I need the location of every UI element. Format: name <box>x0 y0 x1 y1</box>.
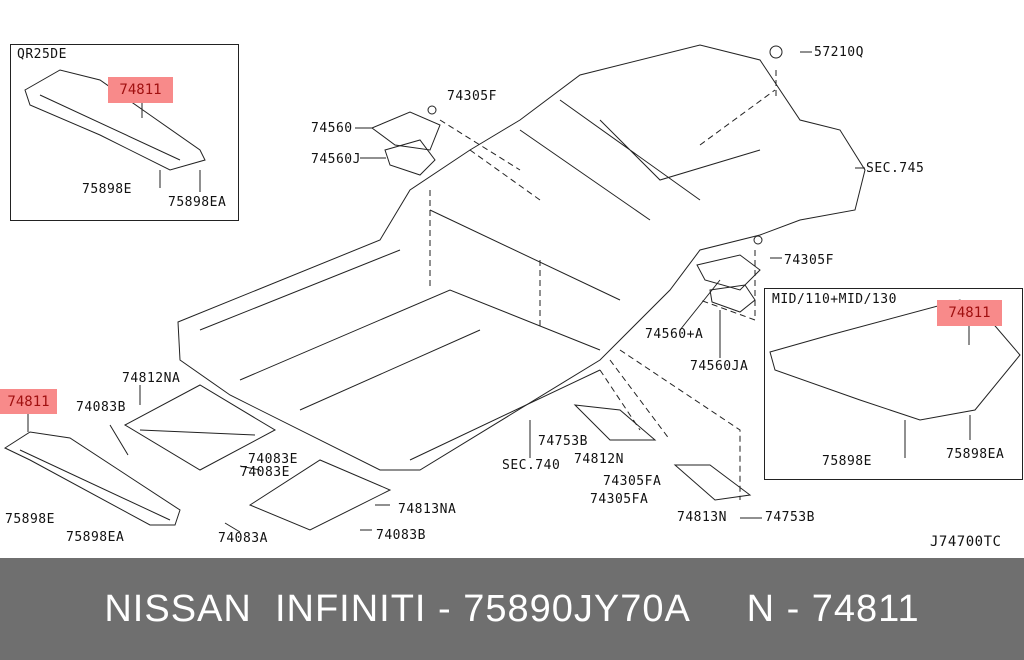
gasket-74560j <box>384 139 436 176</box>
part-highlight-74811[interactable]: 74811 <box>108 77 173 103</box>
part-label[interactable]: 75898E <box>82 182 132 197</box>
inset-variant-label: MID/110+MID/130 <box>772 292 897 307</box>
part-label[interactable]: 74083E <box>240 465 290 480</box>
part-label[interactable]: 74813N <box>677 510 727 525</box>
part-label[interactable]: 74083B <box>376 528 426 543</box>
part-label[interactable]: 74305F <box>784 253 834 268</box>
part-label[interactable]: 74560JA <box>690 359 749 374</box>
part-label[interactable]: 74812NA <box>122 371 181 386</box>
part-label[interactable]: 74560J <box>311 152 361 167</box>
part-label[interactable]: 74753B <box>538 434 588 449</box>
part-label[interactable]: 75898E <box>822 454 872 469</box>
inset-mid110-mid130 <box>764 288 1023 480</box>
part-label[interactable]: 74083E <box>248 452 298 467</box>
part-label[interactable]: 57210Q <box>814 45 864 60</box>
part-label[interactable]: 75898E <box>5 512 55 527</box>
footer-part-number: NISSAN INFINITI - 75890JY70A N - 74811 <box>0 558 1024 660</box>
part-label[interactable]: 74305FA <box>590 492 649 507</box>
floor-pan <box>177 44 866 471</box>
gasket-74560a <box>696 254 761 291</box>
part-label[interactable]: 75898EA <box>168 195 227 210</box>
part-label[interactable]: 74305FA <box>603 474 662 489</box>
diagram-code: J74700TC <box>930 534 1002 550</box>
part-label[interactable]: 74305F <box>447 89 497 104</box>
part-label[interactable]: 74753B <box>765 510 815 525</box>
section-label[interactable]: SEC.740 <box>502 458 561 473</box>
part-label[interactable]: 74813NA <box>398 502 457 517</box>
part-label[interactable]: 75898EA <box>66 530 125 545</box>
part-label[interactable]: 74083A <box>218 531 268 546</box>
part-label[interactable]: 75898EA <box>946 447 1005 462</box>
inset-qr25de <box>10 44 239 221</box>
part-label[interactable]: 74083B <box>76 400 126 415</box>
part-label[interactable]: 74560+A <box>645 327 704 342</box>
inset-variant-label: QR25DE <box>17 47 67 62</box>
part-highlight-74811[interactable]: 74811 <box>0 389 57 414</box>
part-label[interactable]: 74560 <box>311 121 353 136</box>
section-label[interactable]: SEC.745 <box>866 161 925 176</box>
gasket-74560 <box>370 111 441 151</box>
floor-panel-drawing <box>3 44 1021 533</box>
part-label[interactable]: 74812N <box>574 452 624 467</box>
part-highlight-74811[interactable]: 74811 <box>937 300 1002 326</box>
